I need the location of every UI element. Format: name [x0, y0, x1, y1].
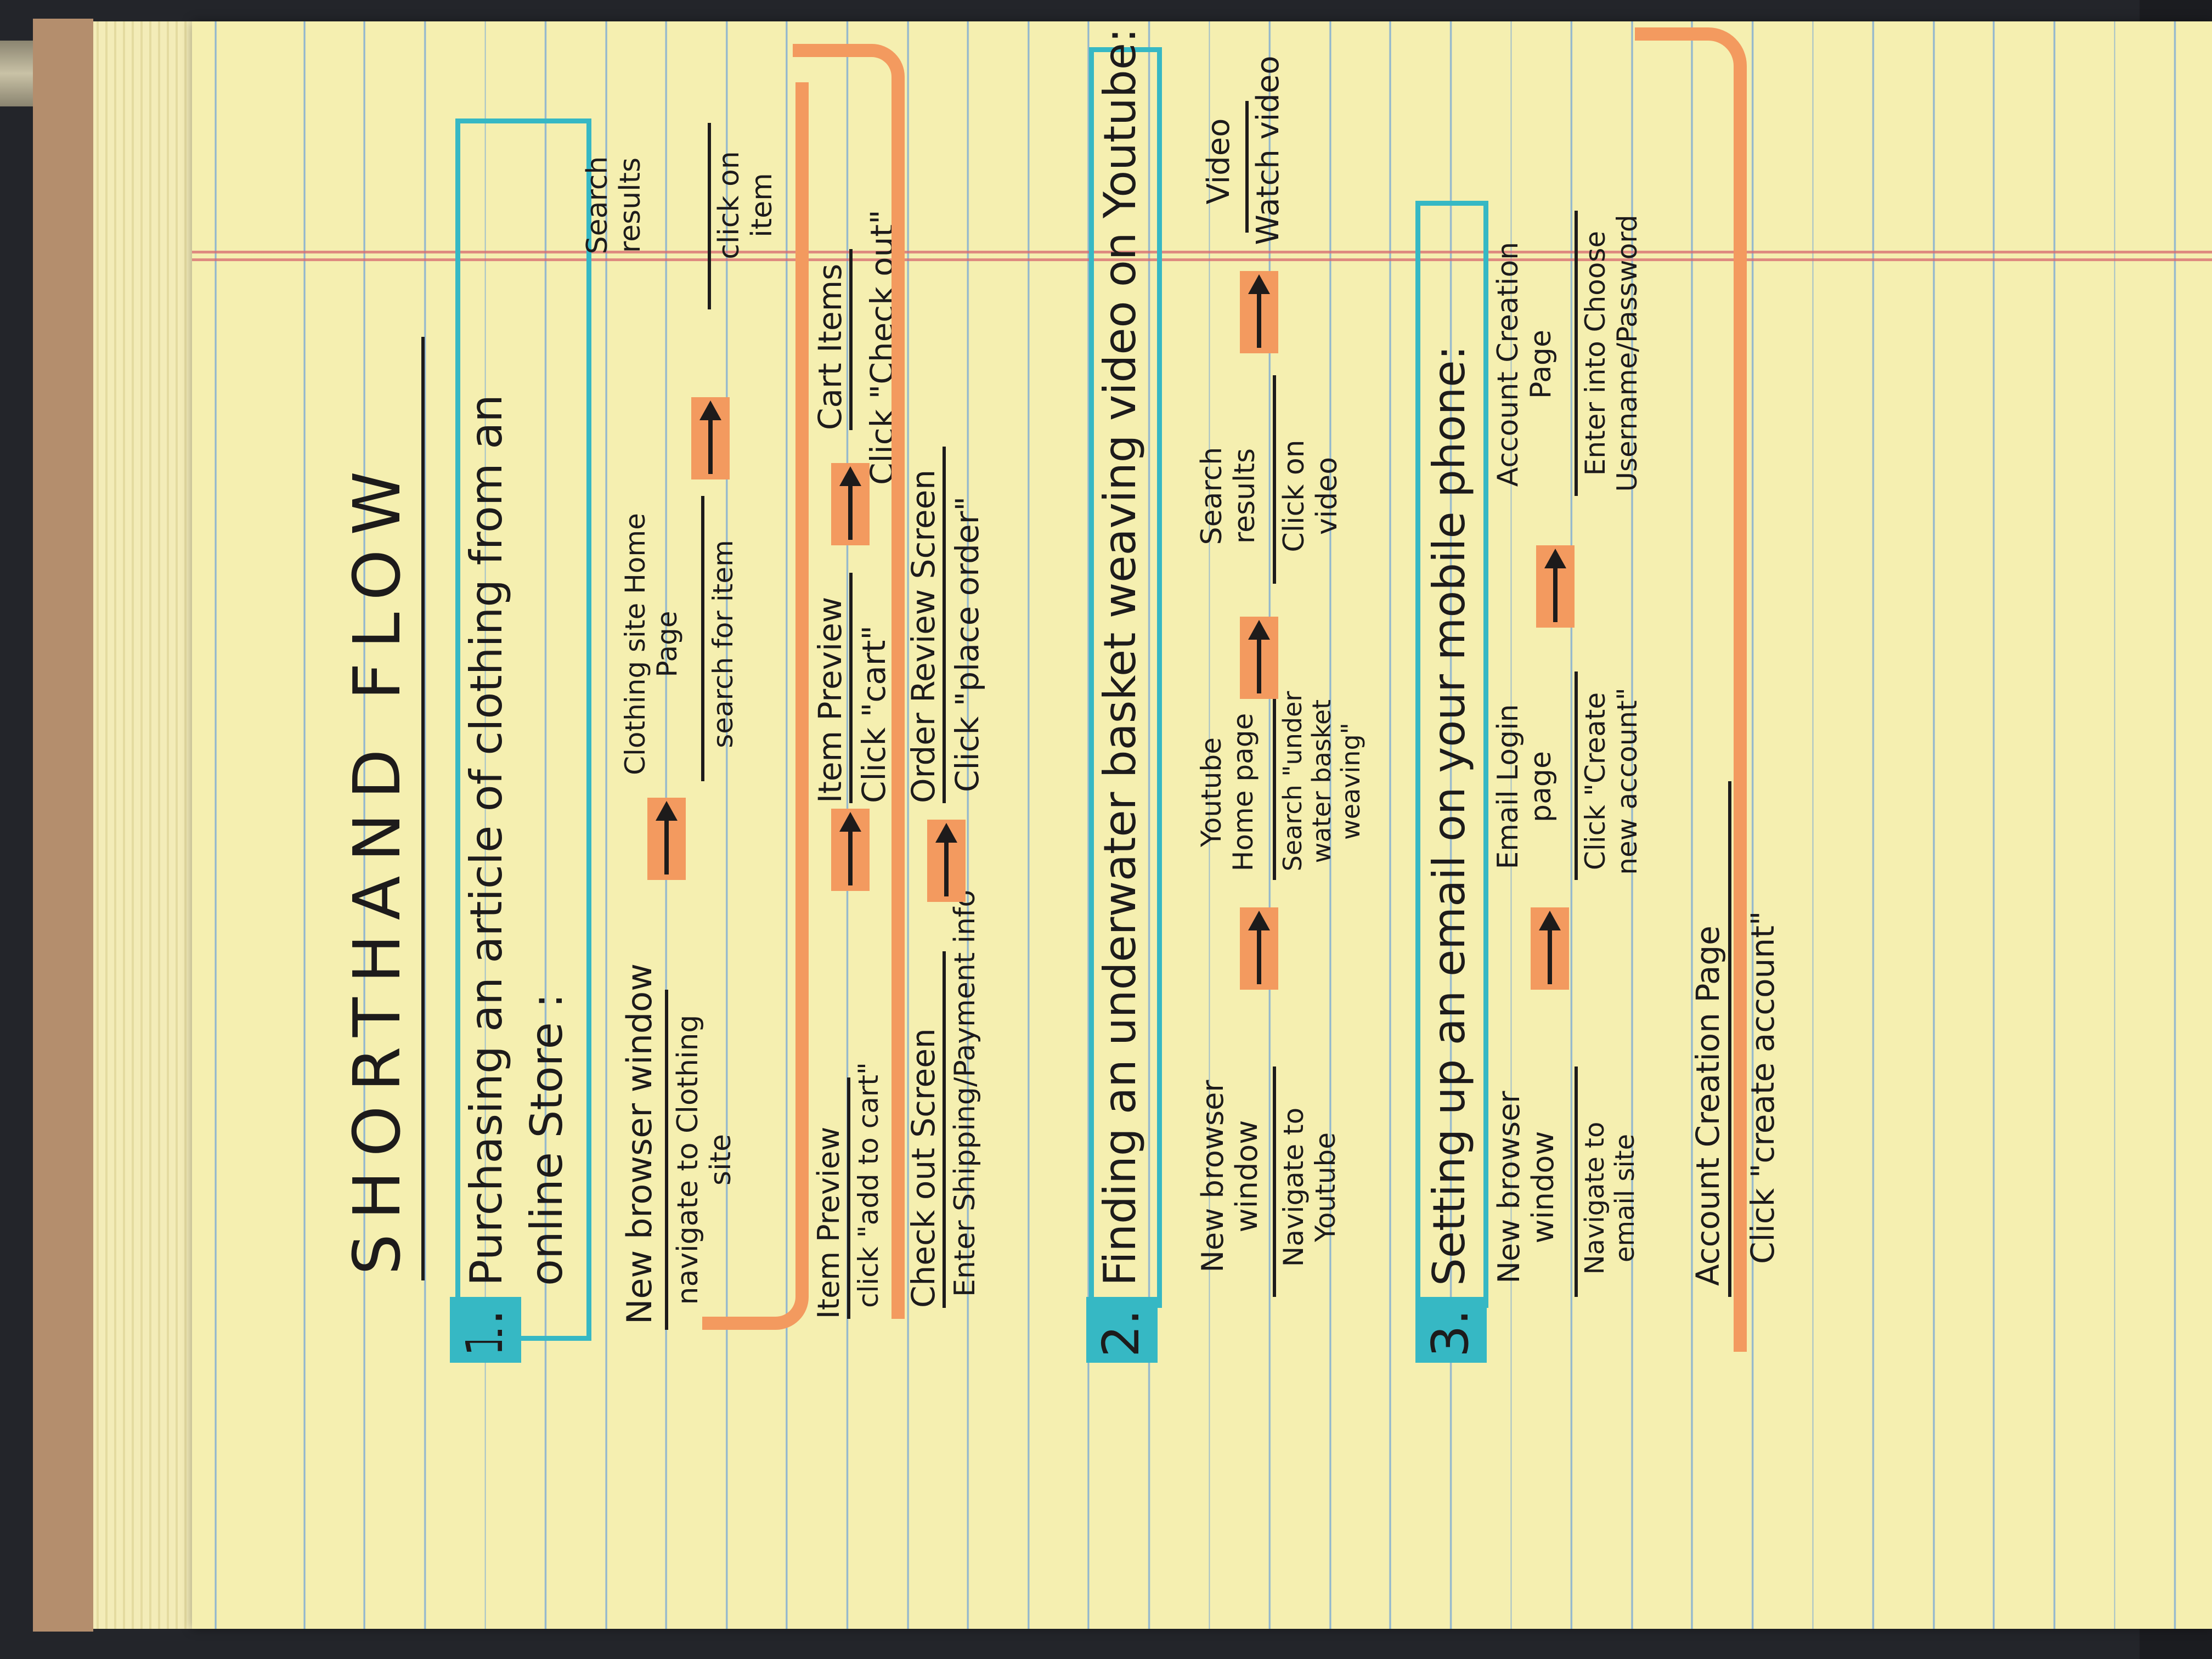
s2-step1-action: Navigate to Youtube [1278, 1107, 1341, 1267]
s3-step3-divider [1575, 211, 1578, 496]
section-3-number: 3. [1421, 1309, 1480, 1357]
s2-step2-action: Search "under water basket weaving" [1278, 691, 1365, 872]
s2-step1-screen: New browser window [1195, 1080, 1265, 1273]
s3-step3-action: Enter into Choose Username/Password [1579, 215, 1643, 492]
s1-step3-screen: Search results [581, 156, 647, 255]
s3-step1-screen: New browser window [1492, 1091, 1561, 1284]
arrow-head [1248, 620, 1270, 640]
s2-step3-screen: Search results [1195, 447, 1261, 545]
title-underline [421, 337, 425, 1280]
s1-step7-action: Enter Shipping/Payment info [949, 889, 981, 1297]
s2-step4-divider [1245, 101, 1249, 233]
flow-arrow-icon [1248, 274, 1270, 348]
s1-step2-screen: Clothing site Home Page [619, 513, 683, 775]
arrow-head [1539, 911, 1561, 930]
s1-arrow-5 [927, 820, 966, 902]
arrow-head [656, 801, 678, 821]
s3-step4-action: Click "create account" [1744, 911, 1781, 1264]
flow-arrow-icon [656, 801, 678, 874]
flow-arrow-icon [1248, 911, 1270, 984]
arrow-head [935, 823, 957, 843]
arrow-head [699, 400, 721, 420]
s1-step1-divider [665, 990, 668, 1330]
s3-step2-action: Click "Create new account" [1579, 687, 1643, 875]
section-3-heading: Setting up an email on your mobile phone… [1424, 345, 1475, 1286]
flow-arrow-icon [1544, 549, 1566, 622]
flow-arrow-icon [935, 823, 957, 896]
s3-return-loop [1635, 27, 1747, 1352]
s3-arrow-2 [1536, 545, 1575, 628]
section-2-heading: Finding an underwater basket weaving vid… [1094, 28, 1146, 1286]
s1-arrow-4 [831, 463, 870, 545]
s1-arrow-1 [647, 798, 686, 880]
s3-arrow-1 [1531, 907, 1569, 990]
s2-arrow-1 [1240, 907, 1278, 990]
s2-step3-divider [1273, 375, 1276, 584]
flow-arrow-icon [699, 400, 721, 474]
arrow-head [839, 466, 861, 486]
s1-step8-screen: Order Review Screen [905, 469, 942, 803]
flow-arrow-icon [839, 812, 861, 885]
s2-step2-screen: Youtube Home page [1195, 713, 1259, 872]
s1-arrow-3 [831, 809, 870, 891]
s3-step2-screen: Email Login page [1492, 704, 1558, 870]
s1-return-loop-2 [793, 44, 905, 1319]
s2-step3-action: Click on video [1278, 439, 1344, 552]
s1-arrow-2 [691, 397, 730, 479]
s2-arrow-3 [1240, 271, 1278, 353]
arrow-head [1248, 911, 1270, 930]
arrow-head [839, 812, 861, 832]
s3-step1-divider [1575, 1066, 1578, 1297]
s1-step8-divider [943, 447, 946, 803]
s2-step2-divider [1273, 672, 1276, 880]
s1-step7-divider [943, 951, 946, 1308]
flow-arrow-icon [1248, 620, 1270, 693]
s2-step4-screen: Video [1201, 118, 1237, 205]
page-title: SHORTHAND FLOW [339, 456, 415, 1275]
s1-step7-screen: Check out Screen [905, 1028, 942, 1308]
s1-step8-action: Click "place order" [949, 496, 986, 792]
section-2-number: 2. [1092, 1309, 1150, 1357]
s2-step1-divider [1273, 1066, 1276, 1297]
section-1-heading-line1: Purchasing an article of clothing from a… [461, 394, 512, 1286]
arrow-head [1248, 274, 1270, 294]
arrow-head [1544, 549, 1566, 568]
s1-step1-screen: New browser window [619, 963, 659, 1324]
s2-step4-action: Watch video [1250, 55, 1286, 245]
section-1-heading-line2: online Store : [521, 993, 572, 1286]
flow-arrow-icon [839, 466, 861, 540]
pad-binding-tape [33, 19, 93, 1632]
s2-arrow-2 [1240, 617, 1278, 699]
flow-arrow-icon [1539, 911, 1561, 984]
s3-step1-action: Navigate to email site [1579, 1121, 1641, 1275]
s3-step3-screen: Account Creation Page [1492, 241, 1558, 487]
s3-step2-divider [1575, 672, 1578, 880]
